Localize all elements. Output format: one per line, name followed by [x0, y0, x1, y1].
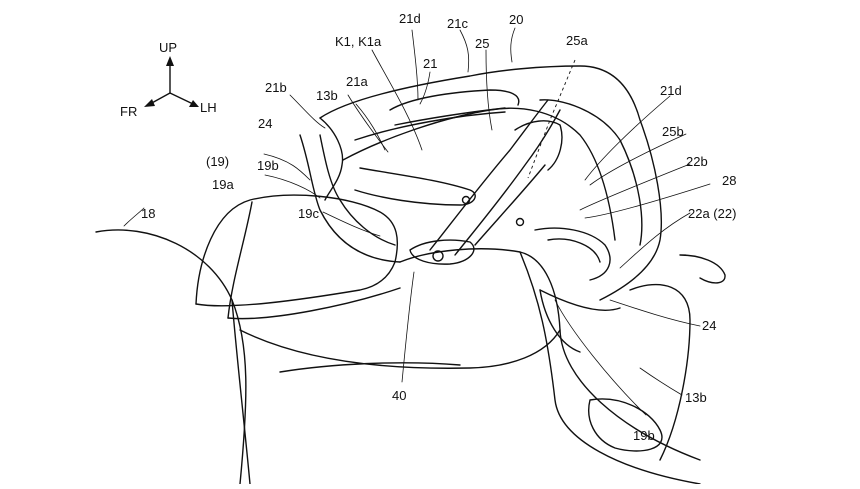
hidden-line-25a [527, 59, 576, 179]
up-arrowhead [166, 56, 174, 66]
label-28: 28 [722, 173, 736, 188]
axis-up-label: UP [159, 40, 177, 55]
bolt-right [515, 217, 525, 227]
label-21d-right: 21d [660, 83, 682, 98]
label-25: 25 [475, 36, 489, 51]
label-13b-bottom: 13b [685, 390, 707, 405]
label-25b: 25b [662, 124, 684, 139]
label-22b: 22b [686, 154, 708, 169]
label-24-right: 24 [702, 318, 716, 333]
label-21c: 21c [447, 16, 468, 31]
rear-seat-outline [195, 194, 401, 320]
label-18: 18 [141, 206, 155, 221]
axis-front-label: FR [120, 104, 137, 119]
axis-left-label: LH [200, 100, 217, 115]
label-19: (19) [206, 154, 229, 169]
bolt-40 [432, 250, 444, 262]
rear-carrier-outline [299, 65, 662, 353]
side-cover-outline [239, 248, 726, 485]
label-19c: 19c [298, 206, 319, 221]
stay-bracket-outline [409, 99, 563, 265]
label-21d-top: 21d [399, 11, 421, 26]
label-20: 20 [509, 12, 523, 27]
label-k1: K1, K1a [335, 34, 382, 49]
label-24-left: 24 [258, 116, 272, 131]
label-21b: 21b [265, 80, 287, 95]
rider-seat-outline [95, 229, 251, 485]
front-arrowhead [144, 99, 155, 107]
label-25a: 25a [566, 33, 588, 48]
label-22a: 22a (22) [688, 206, 736, 221]
label-40: 40 [392, 388, 406, 403]
label-19b-bottom: 19b [633, 428, 655, 443]
reference-labels: 20 21 21a 21b 21c 21d 21d K1, K1a 13b 25… [141, 11, 736, 443]
label-19a: 19a [212, 177, 234, 192]
label-21a: 21a [346, 74, 368, 89]
leader-lines [123, 27, 711, 416]
label-19b-left: 19b [257, 158, 279, 173]
orientation-indicator: UP FR LH [120, 40, 217, 119]
bolt-upper [461, 195, 471, 205]
label-13b-top: 13b [316, 88, 338, 103]
label-21: 21 [423, 56, 437, 71]
left-arrowhead [189, 100, 199, 107]
